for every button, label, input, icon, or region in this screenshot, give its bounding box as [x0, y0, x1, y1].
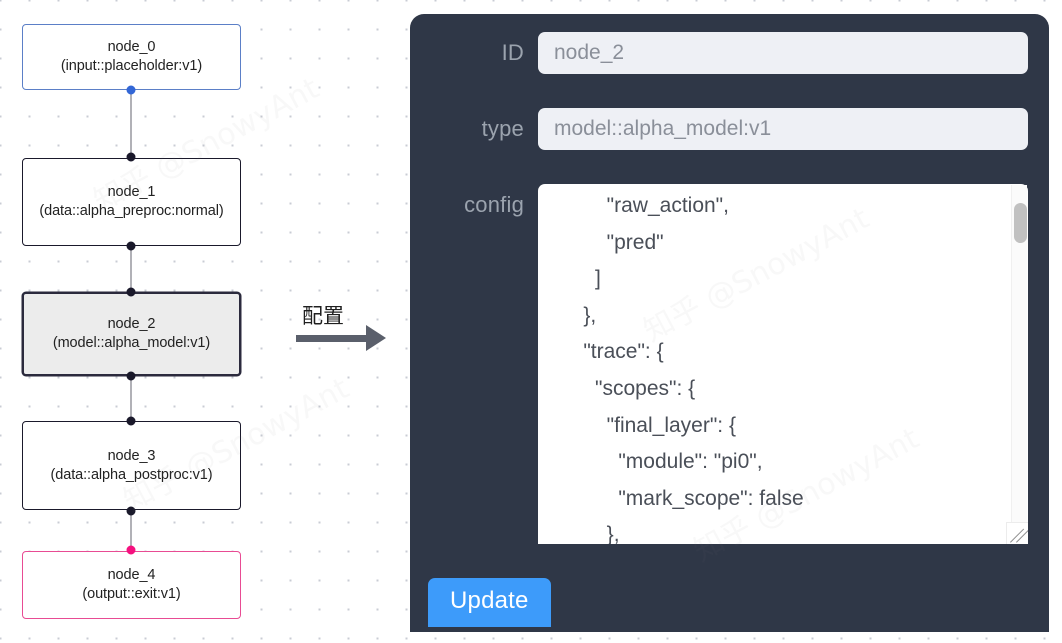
- edge-node1-node2: [130, 247, 132, 292]
- flow-node-node_2[interactable]: node_2(model::alpha_model:v1): [22, 292, 241, 376]
- node-inspector-panel: ID type config "raw_action", "pred" ] },…: [410, 14, 1049, 632]
- flow-node-node_0[interactable]: node_0(input::placeholder:v1): [22, 24, 241, 90]
- flow-node-node_4-target-handle[interactable]: [126, 545, 136, 555]
- flow-node-node_4-label: node_4(output::exit:v1): [82, 567, 181, 602]
- flow-node-node_4[interactable]: node_4(output::exit:v1): [22, 551, 241, 619]
- flow-node-node_1[interactable]: node_1(data::alpha_preproc:normal): [22, 158, 241, 246]
- id-input[interactable]: [538, 32, 1028, 74]
- flow-node-node_0-source-handle[interactable]: [126, 85, 136, 95]
- flow-node-node_3-target-handle[interactable]: [126, 416, 136, 426]
- flow-node-node_2-target-handle[interactable]: [126, 287, 136, 297]
- inspector-field-type-label: type: [481, 116, 524, 141]
- flow-node-node_3-source-handle[interactable]: [126, 506, 136, 516]
- config-arrow-group: 配置: [296, 300, 396, 360]
- flow-node-node_2-label: node_2(model::alpha_model:v1): [52, 316, 211, 351]
- inspector-field-config-label: config: [464, 192, 524, 217]
- config-textarea[interactable]: "raw_action", "pred" ] }, "trace": { "sc…: [538, 184, 1028, 544]
- config-textarea-scrollbar[interactable]: [1011, 185, 1027, 543]
- type-input[interactable]: [538, 108, 1028, 150]
- flow-node-node_1-source-handle[interactable]: [126, 241, 136, 251]
- config-textarea-scrollbar-thumb[interactable]: [1014, 203, 1027, 243]
- edge-node0-node1: [130, 89, 132, 157]
- edge-node3-node4: [130, 511, 132, 549]
- config-arrow-shaft: [296, 335, 368, 342]
- flow-node-node_3-label: node_3(data::alpha_postproc:v1): [50, 447, 213, 483]
- config-textarea-wrapper: "raw_action", "pred" ] }, "trace": { "sc…: [538, 184, 1028, 544]
- inspector-field-id: ID: [420, 32, 1028, 74]
- edge-node2-node3: [130, 376, 132, 421]
- flow-node-node_0-label: node_0(input::placeholder:v1): [60, 39, 203, 74]
- flow-node-node_1-label: node_1(data::alpha_preproc:normal): [39, 184, 224, 219]
- flow-node-node_1-target-handle[interactable]: [126, 152, 136, 162]
- flow-node-node_3[interactable]: node_3(data::alpha_postproc:v1): [22, 421, 241, 510]
- config-textarea-resize-handle[interactable]: [1006, 522, 1028, 544]
- config-arrow-caption: 配置: [302, 304, 344, 328]
- flow-node-node_2-source-handle[interactable]: [126, 371, 136, 381]
- inspector-field-type: type: [420, 108, 1028, 150]
- update-button[interactable]: Update: [428, 578, 551, 627]
- inspector-field-config: config "raw_action", "pred" ] }, "trace"…: [420, 184, 1028, 544]
- inspector-field-id-label: ID: [501, 40, 524, 65]
- config-arrow-head: [366, 325, 386, 351]
